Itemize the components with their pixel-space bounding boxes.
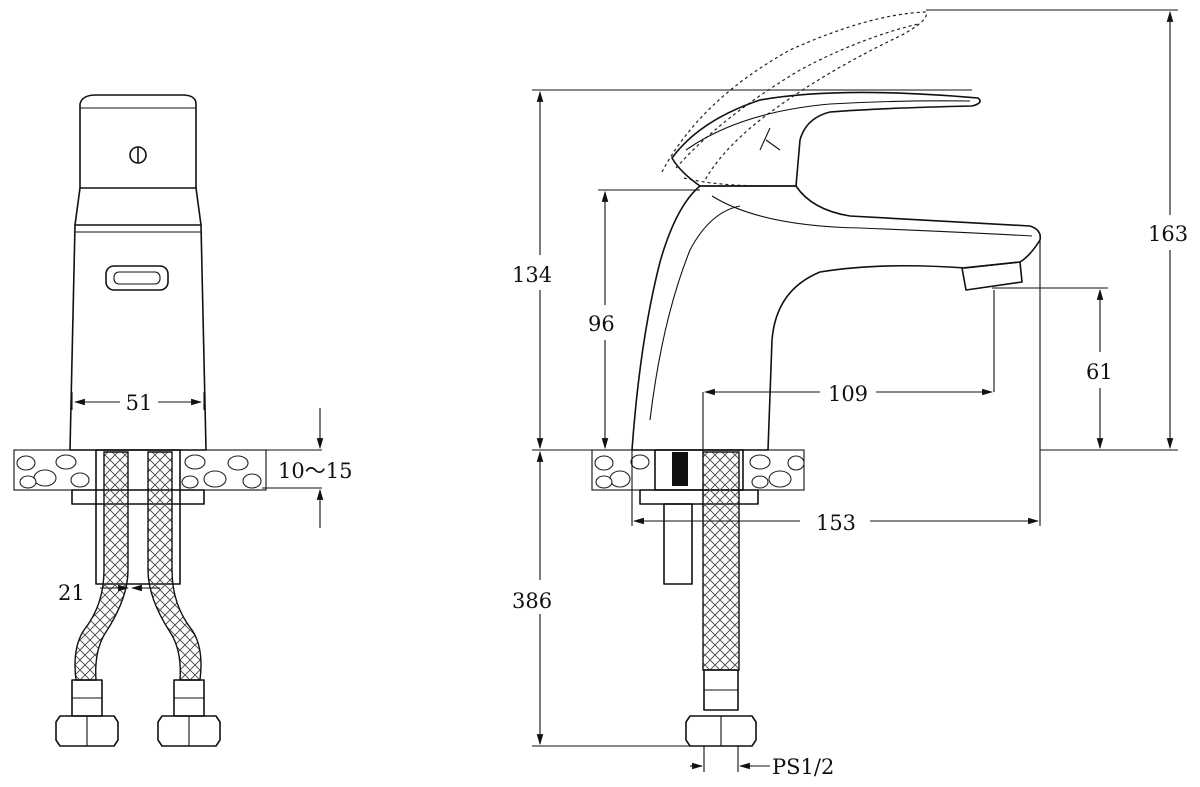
dim-front-width-label: 51 <box>126 391 153 415</box>
side-aerator <box>961 261 1023 291</box>
dim-height-to-spout-top: 134 <box>512 89 972 451</box>
front-screw-icon <box>129 146 147 164</box>
side-mounting-nut <box>639 489 759 505</box>
dim-deck-thickness: 10～15 <box>206 408 352 528</box>
front-countertop <box>13 449 267 491</box>
front-shank <box>95 449 181 585</box>
side-threaded-rod <box>672 452 688 486</box>
dim-spout-reach: 109 <box>702 290 995 520</box>
dim-hose-spacing: 21 <box>58 581 160 605</box>
side-countertop <box>591 449 805 491</box>
dim-height-to-lever-base-label: 96 <box>588 312 615 336</box>
dim-hose-length-label: 386 <box>512 589 552 613</box>
dim-overall-height-raised-label: 163 <box>1148 222 1188 246</box>
dim-overall-depth-label: 153 <box>816 511 856 535</box>
dim-overall-depth: 153 <box>631 240 1041 535</box>
front-hoses <box>55 451 221 747</box>
dim-spout-clearance-label: 61 <box>1086 360 1113 384</box>
side-lever <box>671 91 981 187</box>
front-collar <box>74 187 202 226</box>
side-body <box>631 185 1042 451</box>
dim-height-to-spout-top-label: 134 <box>512 263 552 287</box>
front-aerator <box>105 265 169 291</box>
dim-hose-length: 386 <box>512 450 690 747</box>
front-body <box>69 224 207 451</box>
dim-connection-thread-label: PS1/2 <box>772 755 834 779</box>
front-view: 51 10～15 21 <box>13 94 352 747</box>
dim-height-to-lever-base: 96 <box>588 189 700 450</box>
dim-front-width: 51 <box>71 391 205 415</box>
dim-overall-height-raised: 163 <box>926 9 1188 451</box>
front-handle-cap <box>79 94 197 189</box>
side-stud <box>663 503 693 585</box>
dim-spout-reach-label: 109 <box>828 382 868 406</box>
front-mounting-nut <box>71 489 205 505</box>
side-view: 163 134 96 61 109 <box>512 9 1188 779</box>
side-lever-raised <box>661 11 928 183</box>
side-hose <box>685 451 757 747</box>
dim-connection-thread: PS1/2 <box>690 746 834 779</box>
dim-hose-spacing-label: 21 <box>58 581 85 605</box>
dim-spout-clearance: 61 <box>992 287 1113 450</box>
dim-deck-thickness-label: 10～15 <box>278 459 352 483</box>
